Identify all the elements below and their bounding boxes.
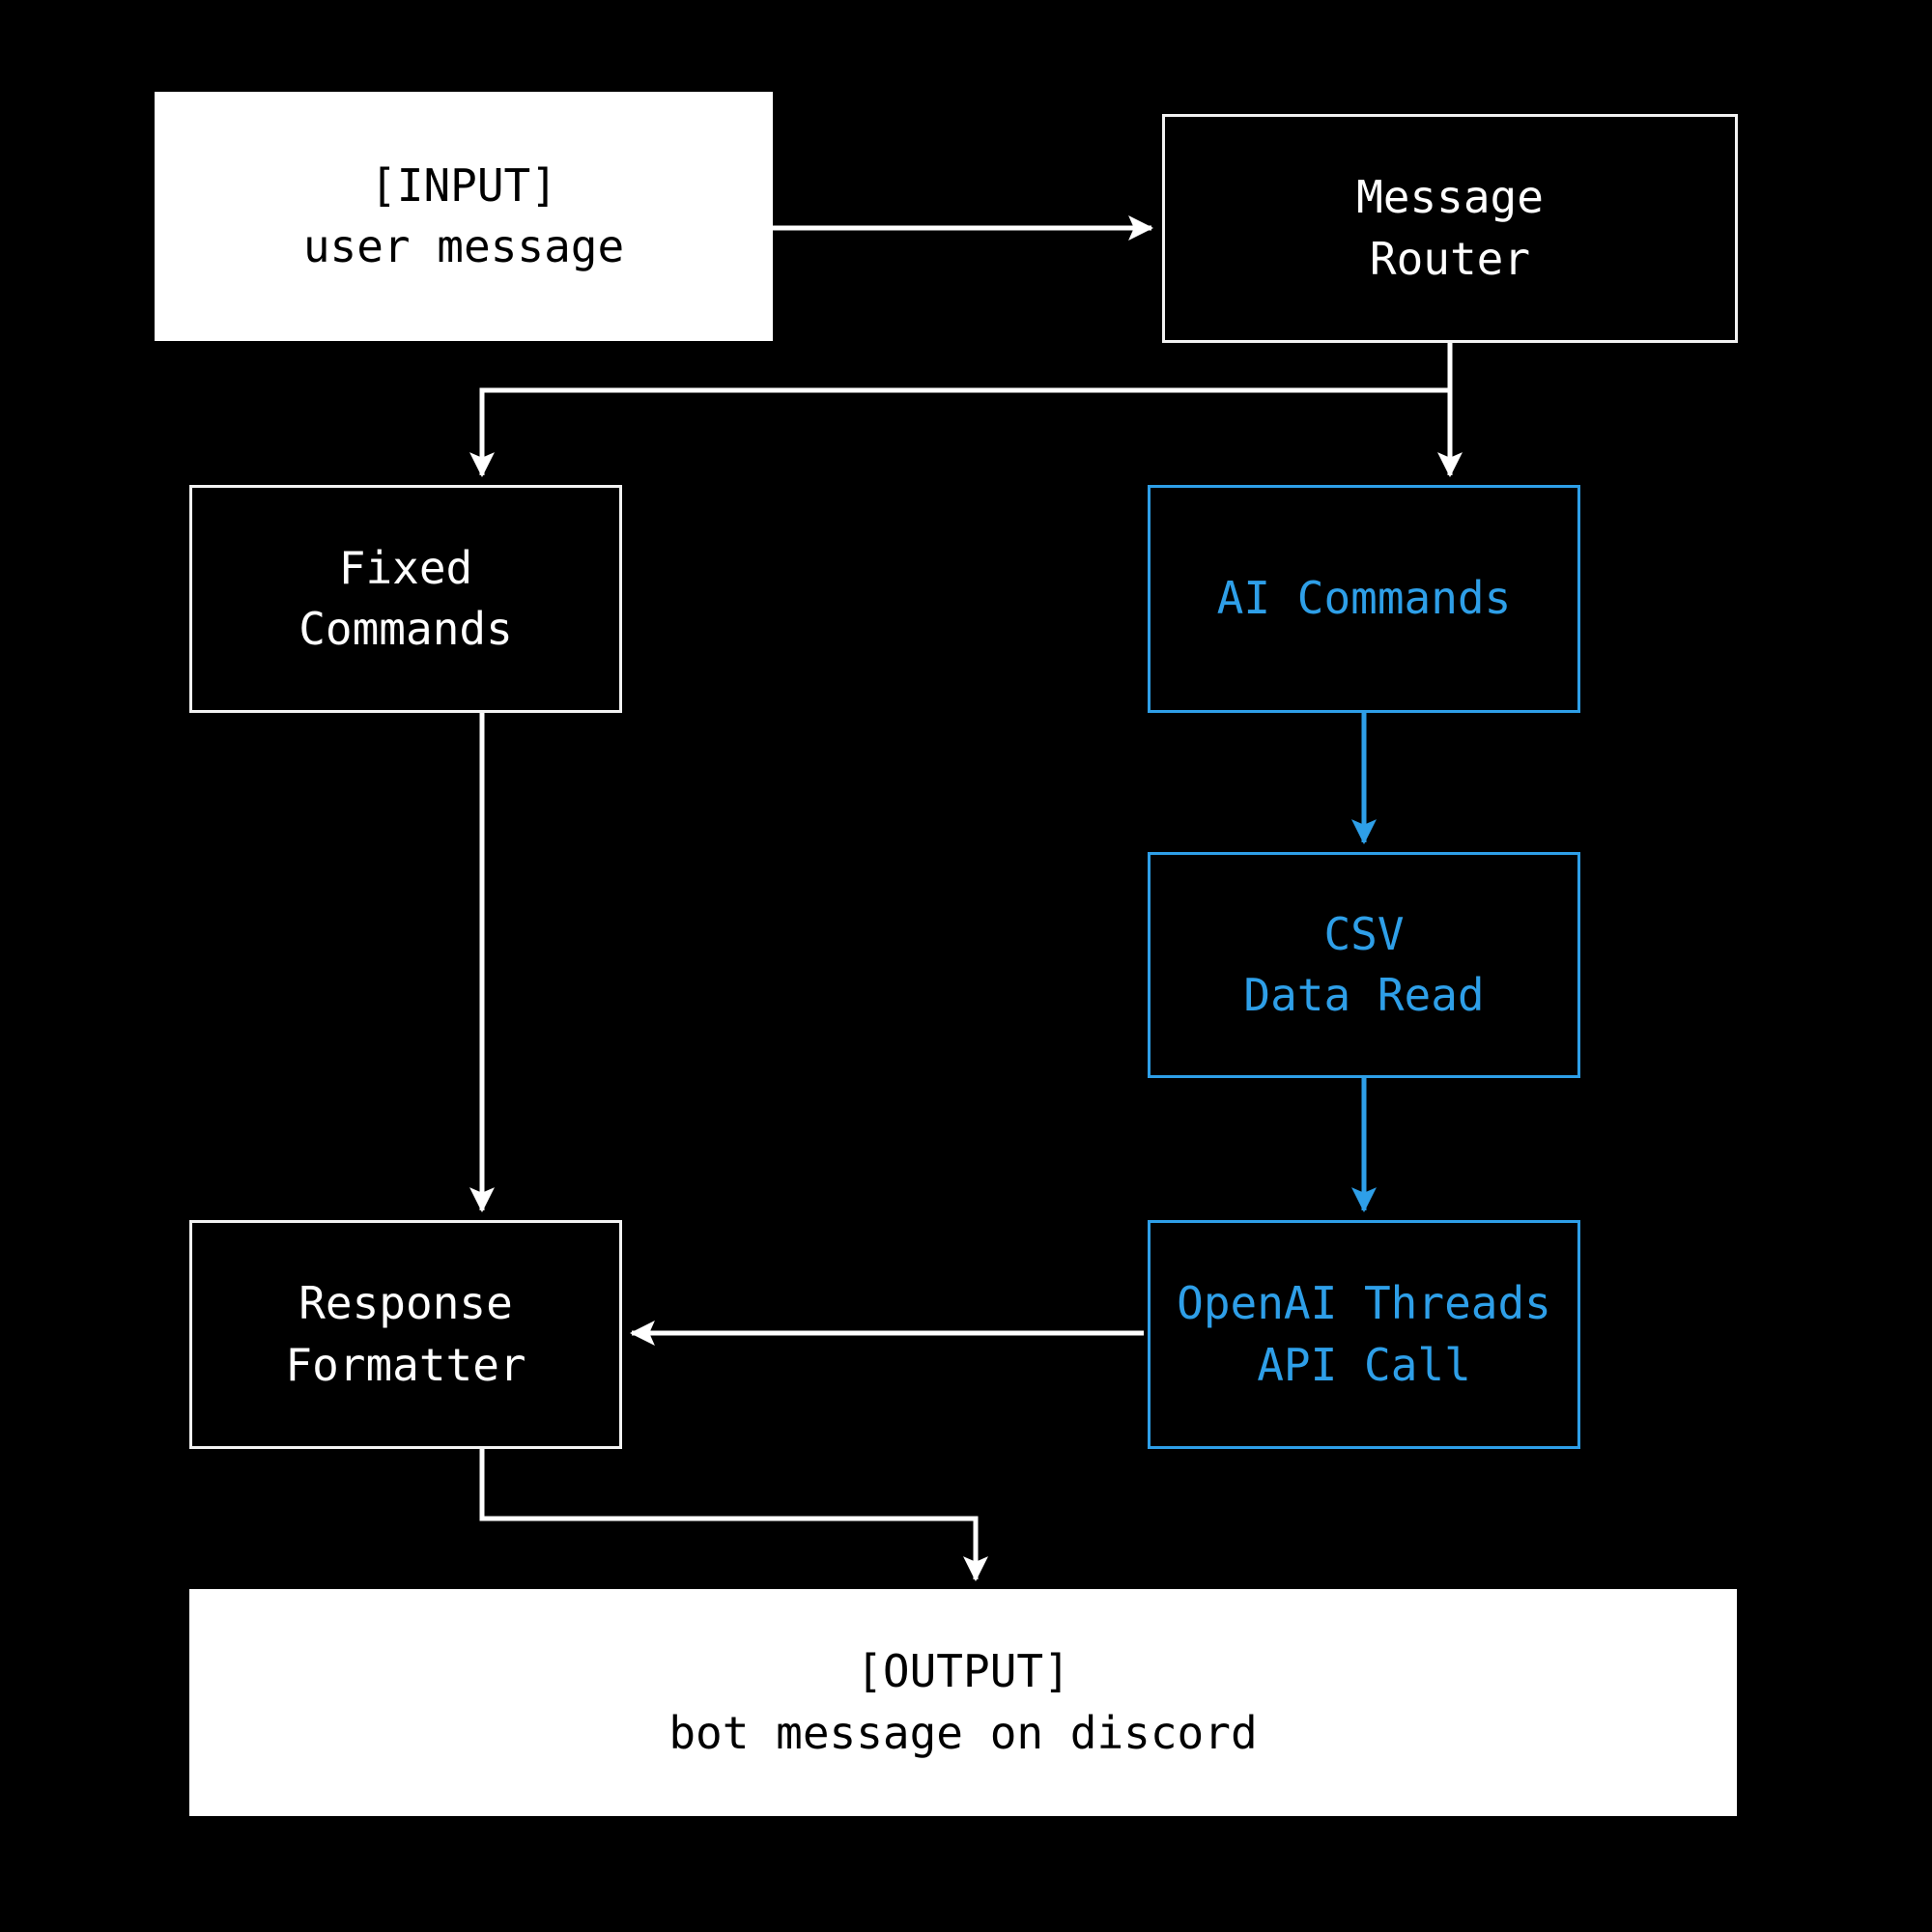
message-router-node-line-2: Router <box>1369 232 1531 285</box>
openai-threads-api-call-node-line-2: API Call <box>1257 1338 1471 1391</box>
input-node-line-1: [INPUT] <box>370 158 557 212</box>
fixed-commands-node-line-2: Commands <box>298 603 513 655</box>
output-node[interactable]: [OUTPUT] bot message on discord <box>189 1589 1737 1816</box>
output-node-line-1: [OUTPUT] <box>856 1645 1070 1698</box>
ai-commands-node-line-1: AI Commands <box>1216 572 1512 625</box>
edge-formatter-to-output <box>479 1449 988 1582</box>
message-router-node-line-1: Message <box>1356 171 1544 224</box>
output-node-line-2: bot message on discord <box>668 1706 1258 1759</box>
openai-threads-api-call-node-line-1: OpenAI Threads <box>1177 1277 1551 1330</box>
response-formatter-node-line-1: Response <box>298 1277 513 1330</box>
input-node-line-2: user message <box>302 220 625 272</box>
fixed-commands-node-line-1: Fixed <box>338 541 473 594</box>
input-node[interactable]: [INPUT] user message <box>155 92 773 341</box>
csv-data-read-node-line-1: CSV <box>1323 907 1405 960</box>
csv-data-read-node[interactable]: CSV Data Read <box>1148 852 1580 1078</box>
csv-data-read-node-line-2: Data Read <box>1243 969 1485 1021</box>
edge-router-to-fixed <box>469 387 1450 478</box>
ai-commands-node[interactable]: AI Commands <box>1148 485 1580 713</box>
response-formatter-node-line-2: Formatter <box>285 1338 526 1391</box>
